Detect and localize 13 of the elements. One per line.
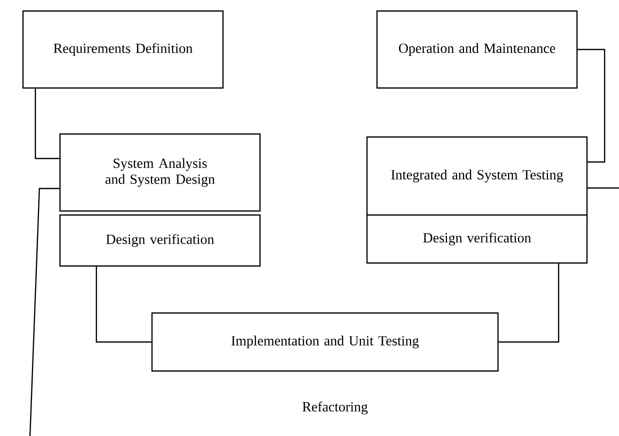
process-box: System Analysis and System Design [59, 133, 261, 212]
connector-line [96, 266, 152, 343]
process-box: Integrated and System Testing Design verification [366, 136, 588, 264]
process-box: Implementation and Unit Testing [151, 312, 499, 372]
process-box: Operation and Maintenance [376, 10, 578, 89]
connector-line [498, 264, 560, 343]
process-box: Design verification [59, 214, 261, 267]
connector-line [588, 187, 619, 189]
connector-line [578, 48, 606, 163]
connector-line [34, 88, 60, 160]
label-text: Refactoring [302, 402, 368, 414]
process-box: Requirements Definition [22, 10, 224, 89]
connector-line [29, 188, 60, 436]
